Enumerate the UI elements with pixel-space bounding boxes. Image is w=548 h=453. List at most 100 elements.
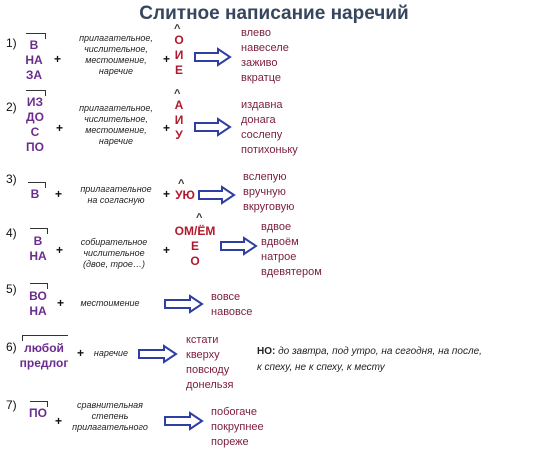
plus-sign: +: [55, 414, 63, 428]
suffix: И: [174, 113, 184, 127]
rule-2-description: прилагательное, числительное, местоимени…: [79, 103, 153, 146]
arrow-icon: [194, 47, 232, 67]
ending-mark: ^: [174, 88, 181, 100]
example: кстати: [186, 334, 219, 346]
example: навеселе: [241, 42, 289, 54]
arrow-icon: [138, 344, 178, 364]
rule-5-prefixes: ВО НА: [27, 289, 49, 319]
rule-1-prefixes: В НА ЗА: [22, 38, 46, 83]
suffix: И: [174, 48, 184, 62]
plus-sign: +: [77, 346, 85, 360]
rule-7-number: 7): [6, 398, 17, 412]
rule-1-description: прилагательное, числительное, местоимени…: [79, 33, 153, 76]
suffix: Е: [174, 63, 183, 77]
prefix-bracket: [26, 90, 46, 96]
rule-3-suffixes: УЮ: [173, 188, 197, 203]
example: натрое: [261, 251, 297, 263]
rule-3-description: прилагательное на согласную: [80, 184, 152, 205]
rule-2-examples: издавна донага сослепу потихоньку: [241, 98, 298, 158]
rule-6-description: наречие: [93, 348, 129, 358]
suffix: О: [190, 254, 200, 268]
rule-2-suffixes: А И У: [172, 98, 186, 143]
example: вслепую: [243, 171, 287, 183]
note-text: до завтра, под утро, на сегодня, на посл…: [275, 346, 482, 357]
suffix: ОМ/ЁМ: [174, 224, 216, 238]
prefix: НА: [29, 249, 47, 263]
example: вкратце: [241, 72, 281, 84]
rule-4-examples: вдвое вдвоём натрое вдевятером: [261, 220, 322, 280]
rule-5-examples: вовсе навовсе: [211, 290, 252, 320]
arrow-icon: [220, 236, 258, 256]
example: побогаче: [211, 406, 257, 418]
suffix: УЮ: [175, 188, 195, 202]
rule-4-prefixes: В НА: [27, 234, 49, 264]
prefix: ПО: [29, 406, 47, 420]
rule-6-examples: кстати кверху повсюду донельзя: [186, 333, 234, 393]
example: вручную: [243, 186, 286, 198]
note-label: НО:: [257, 346, 276, 357]
arrow-icon: [194, 117, 232, 137]
plus-sign: +: [163, 243, 171, 257]
rule-3-examples: вслепую вручную вкруговую: [243, 170, 294, 215]
example: вдевятером: [261, 266, 322, 278]
arrow-icon: [164, 411, 204, 431]
prefix: предлог: [19, 356, 69, 370]
exceptions-note: НО: до завтра, под утро, на сегодня, на …: [257, 344, 545, 376]
plus-sign: +: [57, 296, 65, 310]
example: донага: [241, 114, 276, 126]
rule-4-number: 4): [6, 226, 17, 240]
rule-3-number: 3): [6, 172, 17, 186]
prefix: ВО: [29, 289, 47, 303]
rule-6-number: 6): [6, 340, 17, 354]
example: пореже: [211, 436, 249, 448]
example: потихоньку: [241, 144, 298, 156]
example: донельзя: [186, 379, 234, 391]
rule-6-prefixes: любой предлог: [16, 341, 72, 371]
suffix: Е: [190, 239, 199, 253]
rule-1-examples: влево навеселе заживо вкратце: [241, 26, 289, 86]
prefix: ПО: [26, 140, 44, 154]
rule-5-description: местоимение: [80, 298, 140, 308]
rule-1-suffixes: О И Е: [172, 33, 186, 78]
prefix: ИЗ: [26, 95, 44, 109]
arrow-icon: [198, 185, 236, 205]
prefix: В: [30, 187, 40, 201]
plus-sign: +: [56, 121, 64, 135]
prefix-bracket: [22, 335, 68, 341]
ending-mark: ^: [174, 23, 181, 35]
rule-2-number: 2): [6, 100, 17, 114]
example: повсюду: [186, 364, 230, 376]
prefix: НА: [25, 53, 43, 67]
example: вдвоём: [261, 236, 299, 248]
prefix: С: [30, 125, 40, 139]
prefix: ДО: [26, 110, 44, 124]
rule-2-prefixes: ИЗ ДО С ПО: [22, 95, 48, 155]
prefix-bracket: [26, 33, 46, 39]
suffix: О: [174, 33, 184, 47]
rule-7-prefixes: ПО: [27, 406, 49, 421]
example: вдвое: [261, 221, 292, 233]
arrow-icon: [164, 294, 204, 314]
example: заживо: [241, 57, 278, 69]
suffix: У: [175, 128, 183, 142]
suffix: А: [174, 98, 184, 112]
prefix: В: [29, 38, 39, 52]
rule-7-examples: побогаче покрупнее пореже: [211, 405, 264, 450]
example: влево: [241, 27, 271, 39]
prefix-bracket: [30, 401, 48, 407]
prefix-bracket: [30, 283, 48, 289]
example: сослепу: [241, 129, 283, 141]
example: кверху: [186, 349, 220, 361]
rule-1-number: 1): [6, 36, 17, 50]
rule-5-number: 5): [6, 282, 17, 296]
prefix: НА: [29, 304, 47, 318]
example: вовсе: [211, 291, 241, 303]
example: навовсе: [211, 306, 253, 318]
example: вкруговую: [243, 201, 295, 213]
plus-sign: +: [54, 52, 62, 66]
rule-3-prefixes: В: [27, 187, 43, 202]
prefix-bracket: [28, 182, 46, 188]
ending-mark: ^: [196, 212, 203, 224]
plus-sign: +: [56, 243, 64, 257]
note-text: к спеху, не к спеху, к месту: [257, 362, 385, 373]
